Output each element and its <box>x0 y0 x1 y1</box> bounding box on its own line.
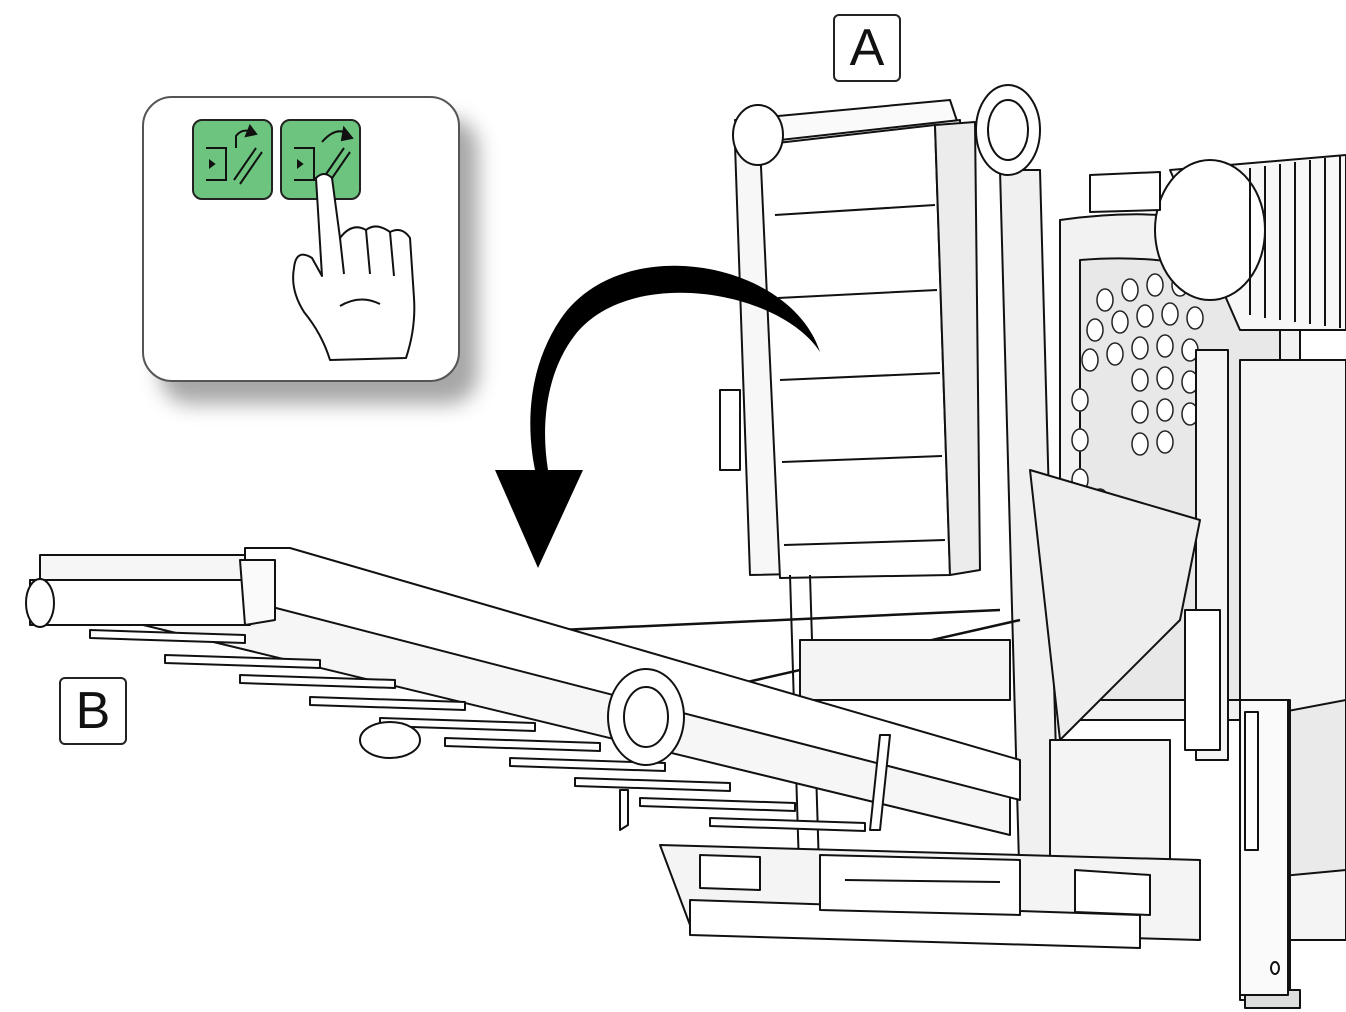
pointing-hand-icon <box>292 173 416 361</box>
panel-graphic <box>192 119 416 361</box>
base-tray <box>659 844 1201 949</box>
support-leg <box>1239 699 1289 996</box>
fold-conveyor-down-icon <box>294 125 354 185</box>
fold-conveyor-up-icon <box>206 123 263 185</box>
callout-a: A <box>833 14 901 82</box>
callout-b: B <box>59 677 127 745</box>
fold-direction-arrow-icon <box>495 265 820 568</box>
upper-panel-a <box>719 84 1041 579</box>
conveyor-boom-b <box>25 547 1021 836</box>
ribbed-roller <box>1089 154 1346 331</box>
fold-up-button[interactable] <box>192 119 273 200</box>
fold-down-button[interactable] <box>280 119 361 200</box>
control-panel-inset <box>142 96 460 382</box>
